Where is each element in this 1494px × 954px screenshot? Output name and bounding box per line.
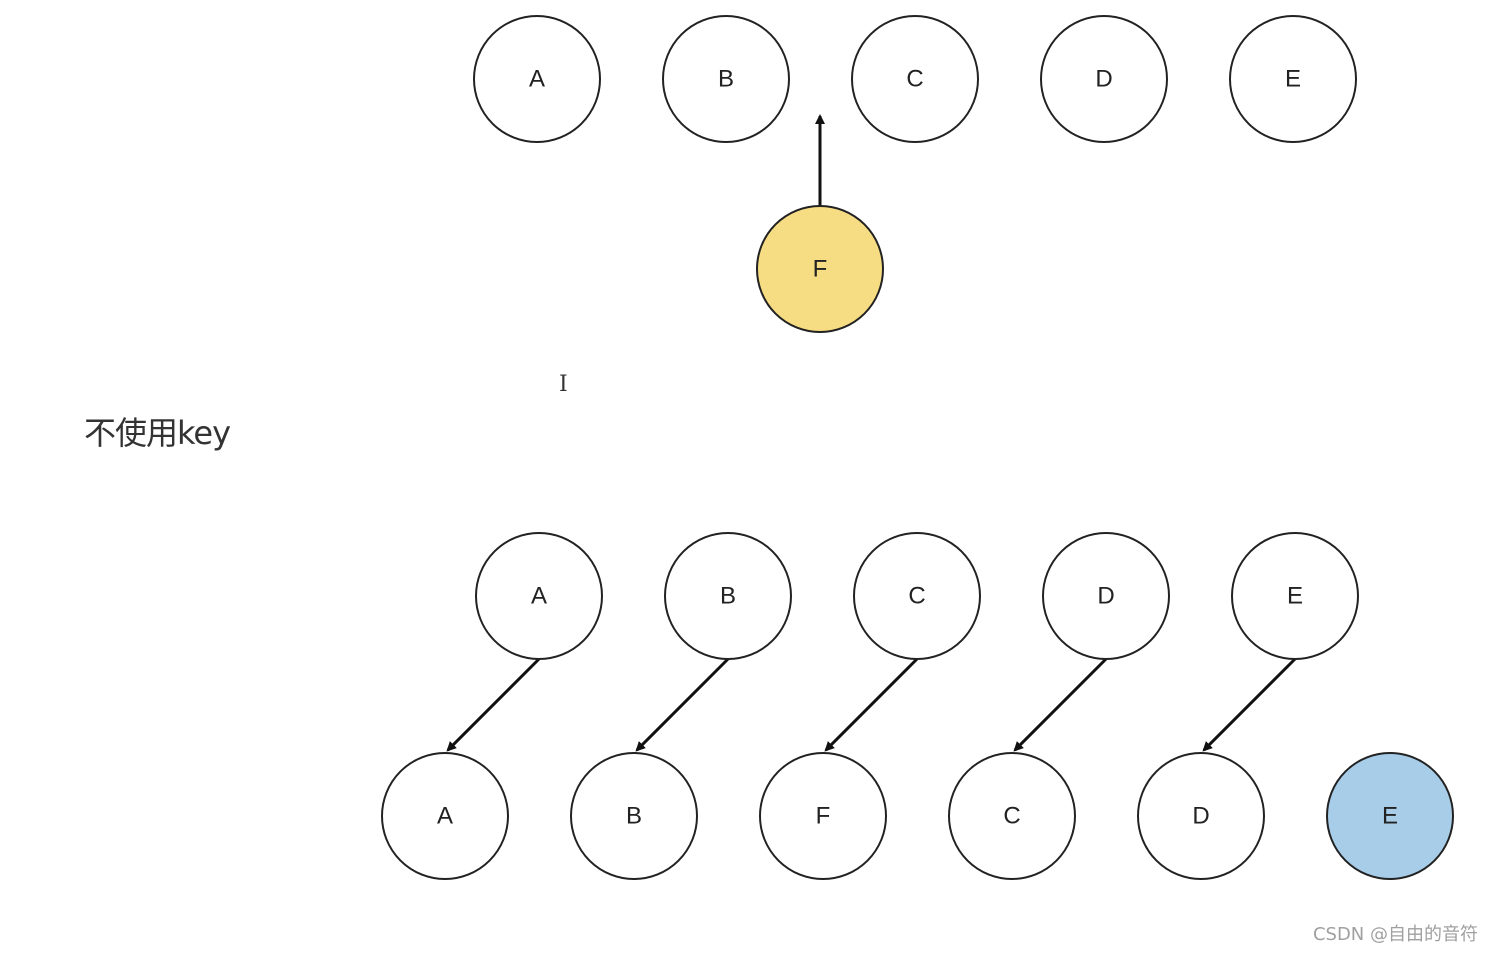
top-node-e: E — [1229, 15, 1357, 143]
new-node-e-highlighted: E — [1326, 752, 1454, 880]
old-node-a: A — [475, 532, 603, 660]
top-node-c: C — [851, 15, 979, 143]
top-inserted-node-f: F — [756, 205, 884, 333]
node-label: E — [1287, 582, 1303, 609]
node-label: D — [1097, 582, 1114, 609]
node-label: C — [906, 65, 923, 92]
old-node-d: D — [1042, 532, 1170, 660]
old-node-b: B — [664, 532, 792, 660]
section-title: 不使用key — [84, 414, 231, 452]
diff-edge-c-to-f — [824, 657, 919, 752]
top-node-a: A — [473, 15, 601, 143]
node-circle — [1229, 15, 1357, 143]
node-circle — [662, 15, 790, 143]
node-circle — [475, 532, 603, 660]
nodes-layer: A B C D E F A B C D E A B F C D E — [381, 15, 1454, 880]
node-circle — [853, 532, 981, 660]
node-circle — [759, 752, 887, 880]
node-label: A — [437, 802, 453, 829]
node-circle — [756, 205, 884, 333]
node-circle — [570, 752, 698, 880]
node-label: D — [1095, 65, 1112, 92]
old-node-c: C — [853, 532, 981, 660]
diff-edge-a-to-a — [446, 657, 541, 752]
node-circle — [948, 752, 1076, 880]
node-circle — [1326, 752, 1454, 880]
node-label: C — [908, 582, 925, 609]
edges-layer — [446, 114, 1297, 752]
node-label: E — [1285, 65, 1301, 92]
diff-edge-d-to-c — [1013, 657, 1108, 752]
node-label: D — [1192, 802, 1209, 829]
top-node-d: D — [1040, 15, 1168, 143]
node-label: F — [816, 802, 831, 829]
new-node-b: B — [570, 752, 698, 880]
node-label: A — [531, 582, 547, 609]
old-node-e: E — [1231, 532, 1359, 660]
new-node-c: C — [948, 752, 1076, 880]
diff-edge-b-to-b — [635, 657, 730, 752]
node-label: F — [813, 255, 828, 282]
node-circle — [1137, 752, 1265, 880]
new-node-f: F — [759, 752, 887, 880]
node-circle — [473, 15, 601, 143]
node-circle — [1231, 532, 1359, 660]
node-label: B — [718, 65, 734, 92]
node-circle — [1042, 532, 1170, 660]
text-cursor-icon: I — [559, 372, 568, 397]
watermark: CSDN @自由的音符 — [1312, 924, 1478, 945]
new-node-d: D — [1137, 752, 1265, 880]
node-circle — [381, 752, 509, 880]
node-label: C — [1003, 802, 1020, 829]
node-label: B — [720, 582, 736, 609]
node-label: E — [1382, 802, 1398, 829]
top-node-b: B — [662, 15, 790, 143]
node-label: A — [529, 65, 545, 92]
diff-edge-e-to-d — [1202, 657, 1297, 752]
node-circle — [664, 532, 792, 660]
node-label: B — [626, 802, 642, 829]
node-circle — [851, 15, 979, 143]
node-circle — [1040, 15, 1168, 143]
new-node-a: A — [381, 752, 509, 880]
